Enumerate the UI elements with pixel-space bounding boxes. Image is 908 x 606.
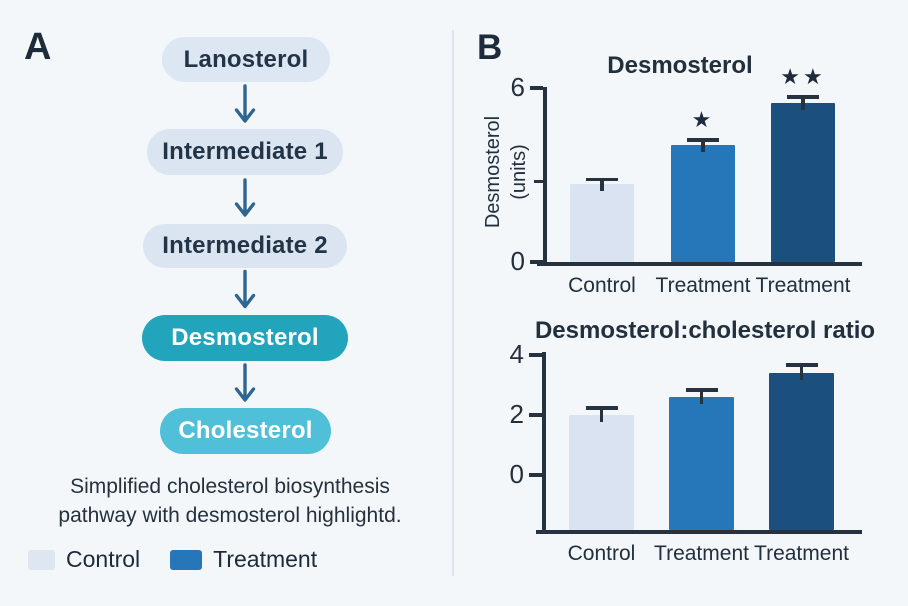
x-axis [536,530,862,534]
legend-label-control: Control [66,546,141,572]
y-tick [529,353,542,357]
significance-stars: ★★ [780,64,826,90]
pathway-node-intermediate-1: Intermediate 1 [147,129,343,175]
pathway-node-intermediate-2: Intermediate 2 [143,224,347,268]
y-tick-label: 6 [510,72,525,102]
y-tick [529,413,542,417]
pathway-node-cholesterol: Cholesterol [160,408,331,454]
legend-item-treatment: Treatment [170,546,317,573]
error-bar-cap [687,138,719,142]
arrow-down-icon [234,269,256,309]
error-bar-stem [600,177,604,191]
bar [569,415,634,530]
y-axis [543,87,547,266]
x-category-label: Treatment [755,274,851,297]
error-bar-stem [801,95,805,110]
y-tick-label: 0 [509,459,524,489]
x-category-label: Control [568,274,636,297]
error-bar-stem [599,406,604,422]
significance-stars: ★ [691,107,715,133]
error-bar-stem [699,388,704,404]
bar [769,373,834,530]
x-category-label: Control [567,542,636,565]
chart-title: Desmosterol:cholesterol ratio [534,317,876,344]
x-axis [537,262,862,266]
legend-label-treatment: Treatment [213,546,318,572]
legend-swatch-treatment [170,549,203,570]
x-category-label: Treatment [654,542,749,565]
caption-line-1: Simplified cholesterol biosynthesis [70,475,390,498]
legend-item-control: Control [28,546,140,573]
arrow-down-icon [234,84,256,123]
x-category-label: Treatment [655,274,751,297]
error-bar-stem [701,138,705,152]
bar [570,183,634,262]
panel-b-label: B [477,28,503,67]
y-minor-tick [534,179,543,183]
error-bar-cap [585,406,618,410]
panel-a-label: A [24,26,52,68]
legend: Control Treatment [28,546,317,573]
y-tick-label: 0 [510,246,525,276]
error-bar-cap [685,388,718,392]
y-tick [529,473,542,477]
legend-swatch-control [28,549,55,570]
y-axis [542,352,546,534]
bar [671,144,735,262]
y-tick [530,86,543,90]
bar [771,102,835,262]
pathway-node-lanosterol: Lanosterol [162,37,330,82]
y-tick-label: 4 [509,339,524,369]
panel-divider [452,30,454,576]
bar [669,397,734,530]
arrow-down-icon [234,178,256,217]
error-bar-cap [586,177,618,182]
y-tick [530,260,543,264]
error-bar-stem [799,363,804,380]
chart-title: Desmosterol [607,52,753,79]
caption-line-2: pathway with desmosterol highlightd. [58,503,402,527]
pathway-node-desmosterol: Desmosterol [142,315,348,361]
error-bar-cap [785,363,818,367]
y-tick-label: 2 [509,399,524,429]
arrow-down-icon [234,363,256,402]
pathway-caption: Simplified cholesterol biosynthesis path… [15,473,445,531]
x-category-label: Treatment [754,542,849,565]
error-bar-cap [787,95,819,99]
